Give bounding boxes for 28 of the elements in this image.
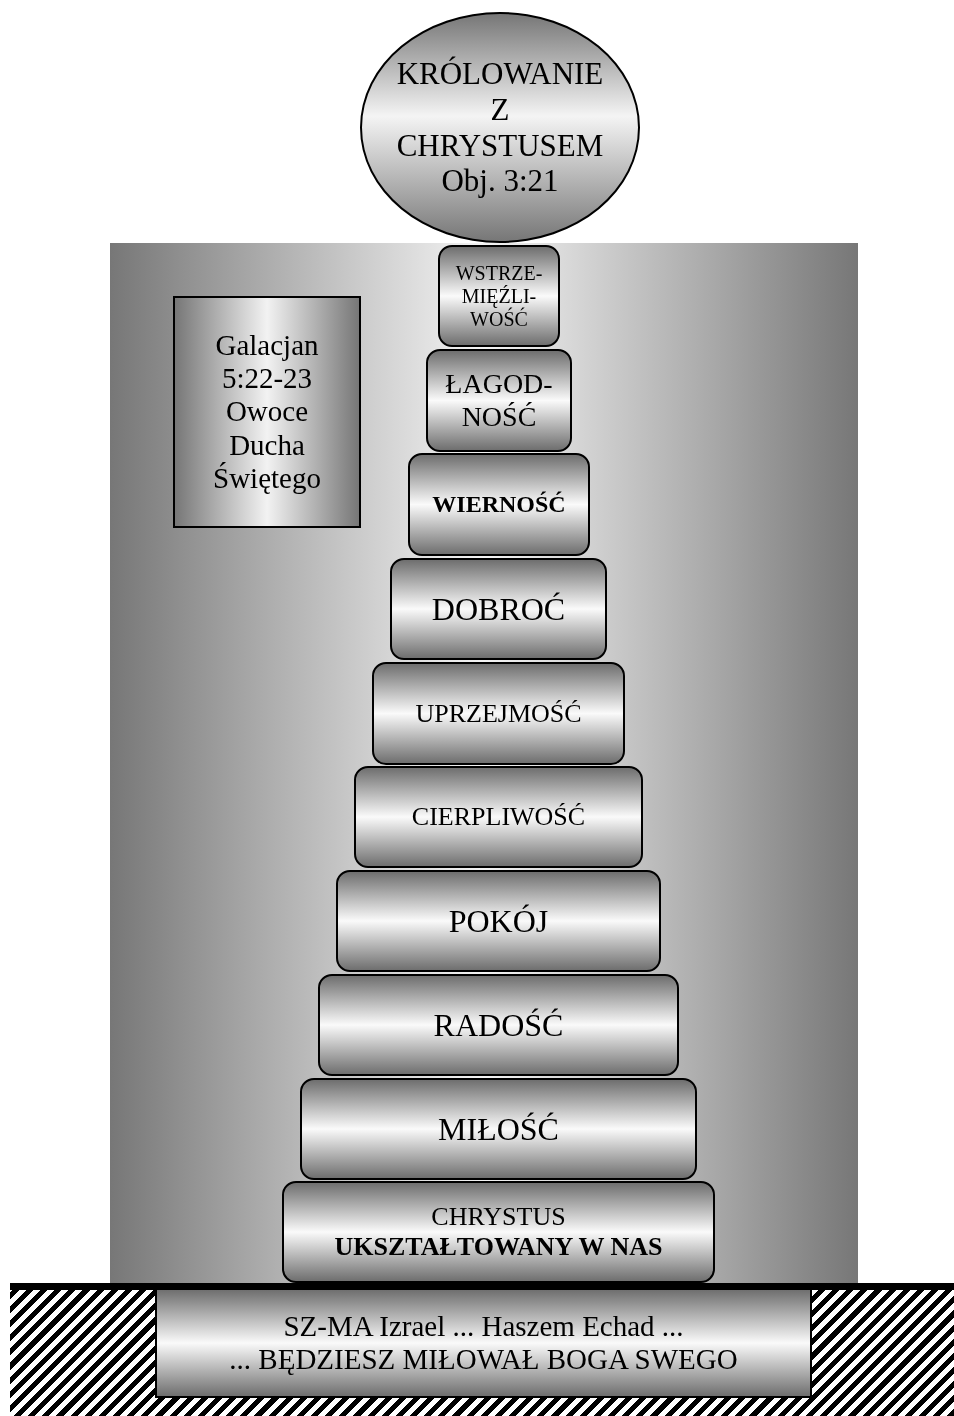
label-text: WIERNOŚĆ (432, 490, 566, 519)
step-block (282, 1181, 715, 1283)
base-plaque (155, 1288, 812, 1398)
step-block (173, 296, 361, 528)
step-block (390, 558, 607, 660)
step-block (426, 349, 572, 452)
label-text: KRÓLOWANIE Z CHRYSTUSEM (395, 56, 605, 164)
step-block (372, 662, 625, 765)
label-text: UKSZTAŁTOWANY W NAS (334, 1232, 663, 1262)
label-text: RADOŚĆ (433, 1006, 564, 1044)
label-text: POKÓJ (448, 902, 549, 940)
step-block (354, 766, 643, 868)
label-text: CIERPLIWOŚĆ (411, 802, 586, 832)
label-text: MIŁOŚĆ (438, 1110, 559, 1148)
step-block (408, 453, 590, 556)
label-text: SZ-MA Izrael ... Haszem Echad ... (283, 1309, 684, 1343)
label-text: ŁAGOD- NOŚĆ (444, 368, 554, 433)
step-block (318, 974, 679, 1076)
label-text: ... BĘDZIESZ MIŁOWAŁ BOGA SWEGO (229, 1343, 738, 1377)
label-text: Galacjan 5:22-23 Owoce Ducha Świętego (212, 328, 322, 496)
label-text: UPRZEJMOŚĆ (415, 698, 582, 729)
label-text: CHRYSTUS (431, 1202, 566, 1232)
step-block (300, 1078, 697, 1180)
label-text: Obj. 3:21 (441, 163, 559, 199)
step-block (438, 245, 560, 347)
label-text: WSTRZE- MIĘŹLI- WOŚĆ (454, 261, 544, 331)
label-text: DOBROĆ (431, 590, 566, 628)
step-block (336, 870, 661, 972)
